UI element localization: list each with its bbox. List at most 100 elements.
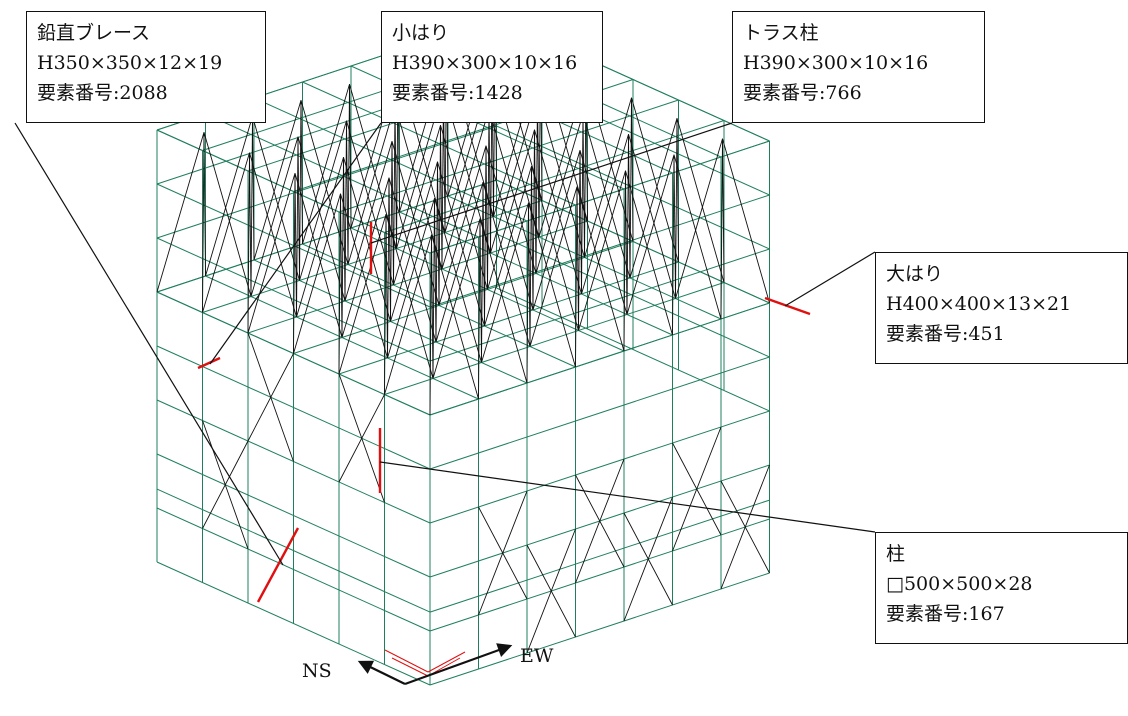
wall-brace [526,544,576,638]
truss-diagonal [346,120,394,286]
wall-brace [623,512,673,606]
truss-diagonal [720,138,723,320]
callout-section: H390×300×10×16 [743,52,929,74]
leader-large-beam [784,251,876,307]
beam-line [429,518,770,632]
truss-diagonal [347,84,350,265]
truss-diagonal [581,134,629,295]
truss-diagonal [349,84,352,229]
base-detail-line [391,657,429,677]
truss-diagonal [202,132,205,313]
truss-diagonal [487,129,535,290]
truss-diagonal [294,173,343,338]
truss-diagonal [338,214,387,375]
beam-line [429,410,770,524]
truss-diagonal [299,120,347,281]
truss-diagonal [252,116,300,281]
truss-diagonal [296,157,344,318]
callout-small-beam: 小はり H390×300×10×16 要素番号:1428 [381,11,603,123]
truss-diagonal [252,116,255,261]
callout-title: 大はり [886,263,944,285]
callout-element-no: 要素番号:766 [743,82,862,104]
truss-diagonal [393,125,441,286]
truss-diagonal [432,218,481,379]
callout-title: 小はり [392,22,450,44]
truss-diagonal [626,154,675,315]
callout-title: トラス柱 [743,22,819,44]
brace-2088-member [256,527,300,603]
callout-title: 柱 [886,543,906,565]
wall-brace [202,440,249,529]
truss-diagonal [387,198,435,359]
beam-line [429,572,770,686]
truss-diagonal [250,136,299,297]
ew-arrow-head [496,643,513,657]
truss-diagonal [293,193,341,354]
truss-diagonal [631,97,679,263]
wall-brace [575,474,625,568]
truss-diagonal [534,129,582,295]
beam-line [156,561,431,686]
truss-diagonal [202,152,250,313]
leader-brace [14,122,284,566]
truss-diagonal [435,182,484,343]
truss-diagonal [675,118,678,299]
callout-section: H350×350×12×19 [37,52,223,74]
truss-diagonal [578,170,626,331]
wall-brace [338,394,385,483]
truss-diagonal [629,97,632,279]
truss-diagonal [394,104,443,270]
truss-diagonal [535,113,584,274]
truss-diagonal [384,234,432,395]
base-detail-line [427,651,466,673]
leader-column [379,461,876,533]
truss-diagonal [300,100,349,265]
truss-diagonal [440,125,488,290]
large-beam-451-member [764,296,811,316]
truss-diagonal [249,152,297,318]
beam-line [496,287,770,412]
truss-diagonal [488,109,537,274]
truss-diagonal [300,100,303,245]
leader-truss-column [370,122,733,244]
truss-diagonal [205,116,253,277]
wall-brace [478,506,528,600]
truss-diagonal [247,173,296,334]
truss-diagonal [629,118,678,279]
callout-element-no: 要素番号:1428 [392,82,523,104]
highlighted-members [197,222,811,603]
truss-diagonal [584,97,632,258]
ew-arrow-shaft [404,644,511,686]
truss-diagonal [438,145,487,306]
truss-diagonal [299,100,302,281]
callout-vertical-brace: 鉛直ブレース H350×350×12×19 要素番号:2088 [26,11,266,123]
truss-diagonal [676,118,725,283]
callout-column: 柱 □500×500×28 要素番号:167 [875,532,1128,644]
truss-diagonal [203,132,206,277]
ns-arrow-head [357,660,375,674]
callout-element-no: 要素番号:167 [886,603,1005,625]
brace-members [156,36,770,654]
truss-diagonal [391,141,440,306]
leader-lines [14,122,876,566]
truss-diagonal [393,104,396,286]
truss-diagonal [676,118,679,263]
ew-axis-label: EW [520,645,554,667]
truss-diagonal [529,186,578,347]
truss-diagonal [628,134,676,299]
beam-line [429,356,770,470]
leader-small-beam [209,122,382,365]
truss-diagonal [631,97,634,242]
truss-diagonal [203,132,252,297]
axis-arrows [357,643,513,686]
floor-beam-line [384,282,725,395]
truss-diagonal [296,136,299,318]
truss-diagonal [347,104,396,265]
truss-diagonal [532,150,581,311]
truss-diagonal [302,84,350,245]
callout-large-beam: 大はり H400×400×13×21 要素番号:451 [875,252,1128,364]
truss-diagonal [247,152,250,334]
truss-diagonal [253,100,302,261]
truss-diagonal [722,138,770,304]
